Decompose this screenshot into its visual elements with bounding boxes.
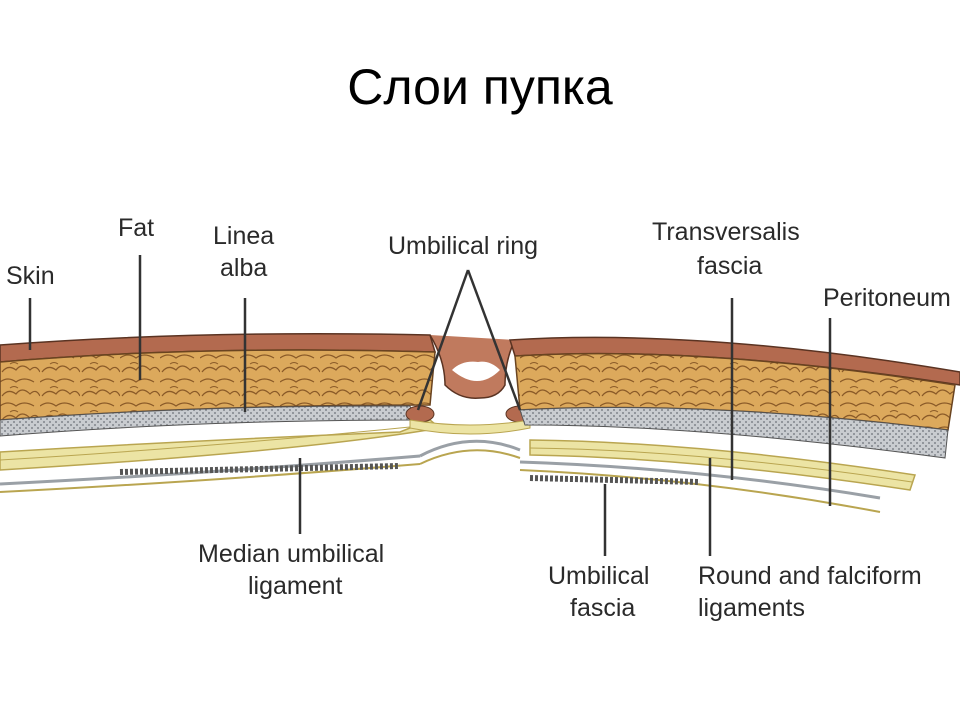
label-round-line2: ligaments xyxy=(698,594,805,622)
linea-alba-right xyxy=(519,407,949,459)
label-skin: Skin xyxy=(6,262,55,290)
label-transversalis-line2: fascia xyxy=(697,252,762,280)
right-abdominal-wall xyxy=(508,336,960,513)
fascia-line-right xyxy=(519,460,881,500)
leader-umbilical-ring-b xyxy=(466,269,522,411)
label-median-line1: Median umbilical xyxy=(198,540,384,568)
label-median-line2: ligament xyxy=(248,572,343,600)
page-title: Слои пупка xyxy=(347,59,613,115)
label-round-line1: Round and falciform xyxy=(698,562,922,590)
umbilical-ring-structure xyxy=(405,334,535,465)
left-abdominal-wall xyxy=(0,333,442,493)
label-peritoneum: Peritoneum xyxy=(823,284,951,312)
round-falciform-ligament-layer xyxy=(529,439,916,491)
label-umbilical-ring: Umbilical ring xyxy=(388,232,538,260)
label-umbilical-fascia-line1: Umbilical xyxy=(548,562,649,590)
label-linea-alba-line2: alba xyxy=(220,254,267,282)
leader-umbilical-ring-a xyxy=(416,269,470,411)
label-linea-alba-line1: Linea xyxy=(213,222,274,250)
label-umbilical-fascia-line2: fascia xyxy=(570,594,635,622)
leader-lines xyxy=(28,255,832,556)
label-fat: Fat xyxy=(118,214,154,242)
fascia-line-left xyxy=(0,454,421,486)
label-transversalis-line1: Transversalis xyxy=(652,218,800,246)
